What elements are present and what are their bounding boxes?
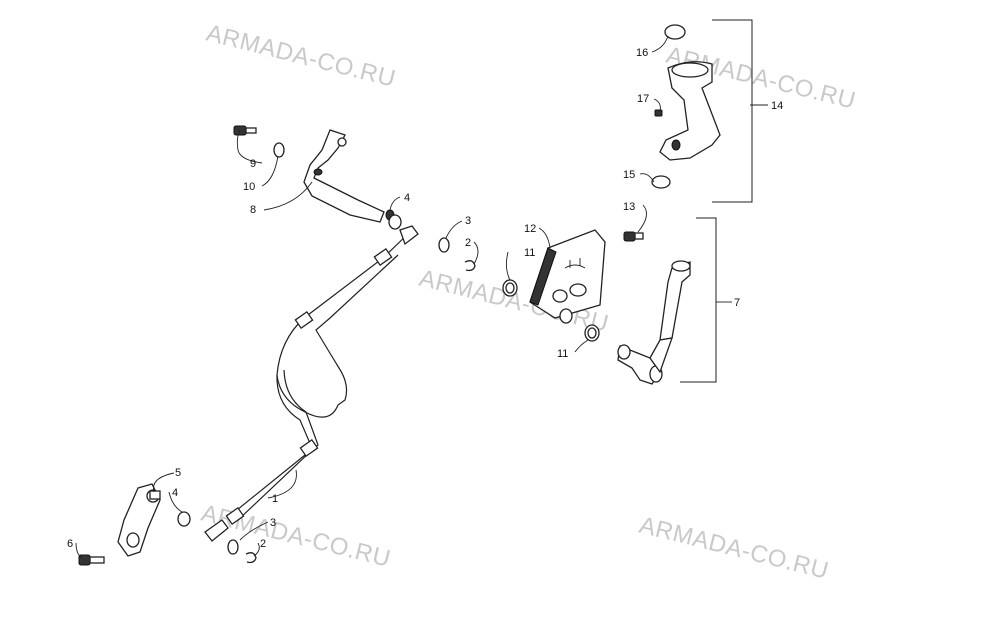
- callout-14: 14: [771, 100, 783, 112]
- watermarks: ARMADA-CO.RU ARMADA-CO.RU ARMADA-CO.RU A…: [199, 20, 859, 585]
- callout-16: 16: [636, 47, 648, 59]
- shift-plate: [529, 229, 606, 324]
- callout-labels: 1 2 2 3 3 4 4 5 6 7 8 9 10 11 11 12 13 1…: [67, 47, 783, 550]
- callout-2-lower: 2: [260, 538, 266, 550]
- callout-8: 8: [250, 204, 256, 216]
- clip-2-upper: [464, 260, 476, 272]
- lower-shift-arm: [117, 483, 161, 557]
- watermark-top-left: ARMADA-CO.RU: [204, 20, 399, 93]
- callout-10: 10: [243, 181, 255, 193]
- washer-3-lower: [227, 539, 239, 555]
- callout-2-upper: 2: [465, 237, 471, 249]
- shift-shaft: [617, 260, 691, 385]
- callout-3-upper: 3: [465, 215, 471, 227]
- leader-lines: [75, 35, 768, 559]
- callout-3-lower: 3: [270, 517, 276, 529]
- callout-1: 1: [272, 493, 278, 505]
- bolt-13: [623, 231, 644, 242]
- callout-17: 17: [637, 93, 649, 105]
- callout-12: 12: [524, 223, 536, 235]
- upper-shift-arm: [303, 129, 385, 223]
- callout-6: 6: [67, 538, 73, 550]
- callout-15: 15: [623, 169, 635, 181]
- callout-4-lower: 4: [172, 487, 178, 499]
- watermark-bottom-right: ARMADA-CO.RU: [637, 512, 832, 585]
- shift-rod: [204, 225, 419, 542]
- bushing-4-lower: [177, 511, 191, 527]
- watermark-bottom-left: ARMADA-CO.RU: [199, 500, 394, 573]
- clip-2-lower: [245, 552, 257, 564]
- washer-3-upper: [438, 237, 450, 253]
- callout-9: 9: [250, 158, 256, 170]
- callout-13: 13: [623, 201, 635, 213]
- callout-11-lower: 11: [557, 348, 568, 360]
- bolt-9: [233, 125, 257, 136]
- callout-4-upper: 4: [404, 192, 410, 204]
- bracket-14: [712, 19, 753, 203]
- callout-7: 7: [734, 297, 740, 309]
- bushing-4-upper: [385, 209, 402, 230]
- washer-10: [273, 142, 285, 158]
- bolt-6: [78, 554, 105, 566]
- callout-11-upper: 11: [524, 247, 535, 259]
- bracket-7: [680, 217, 717, 383]
- callout-5: 5: [175, 467, 181, 479]
- shift-lever: [651, 24, 721, 189]
